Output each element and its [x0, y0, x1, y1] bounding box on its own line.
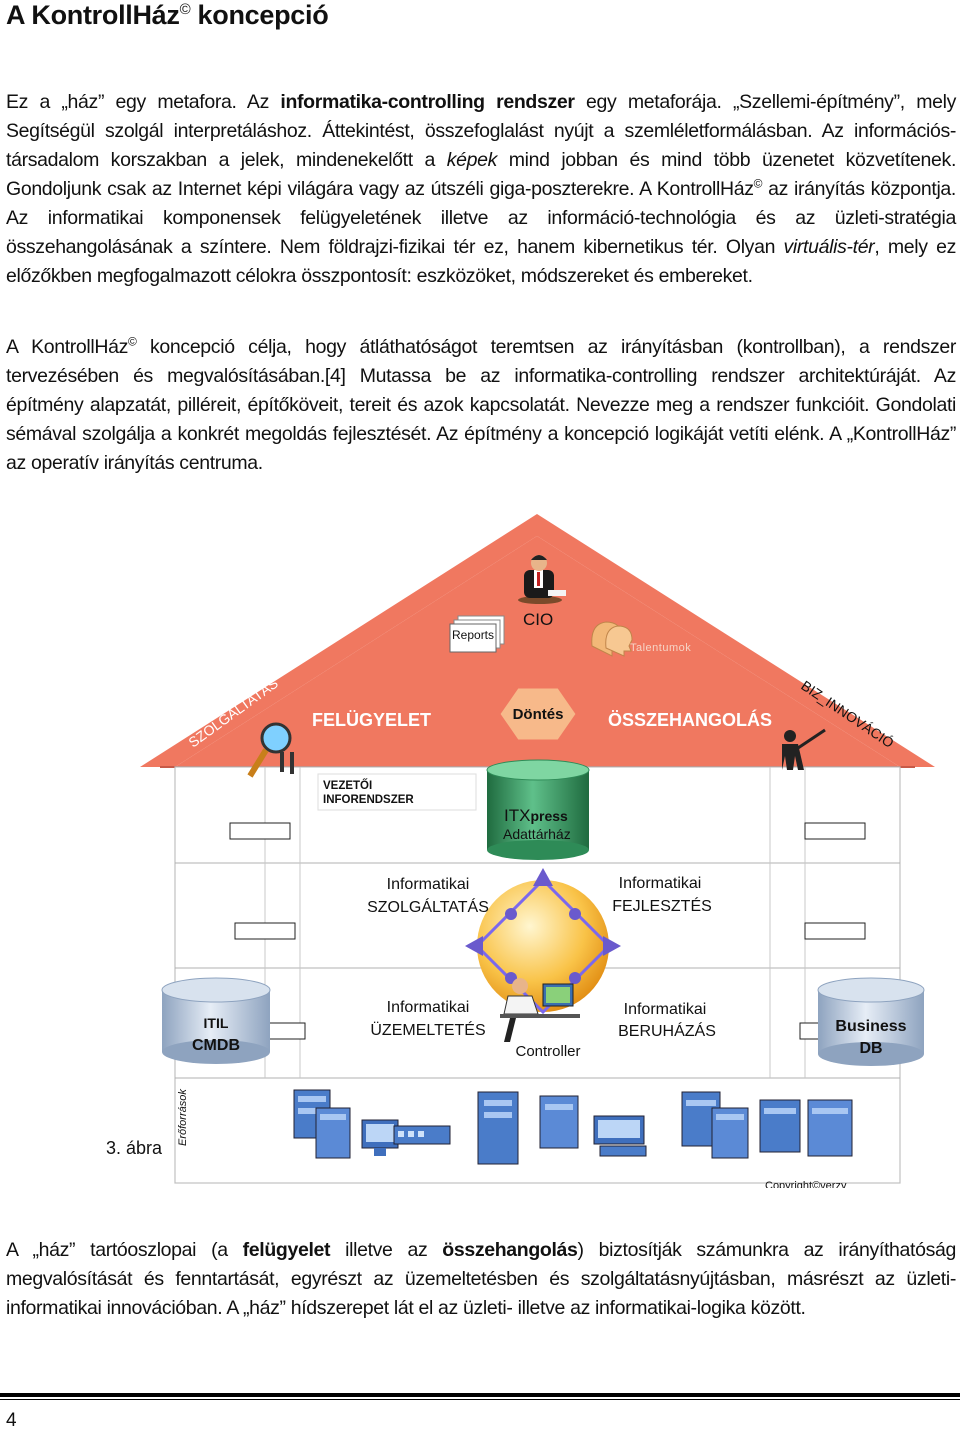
p3-bold-1: felügyelet: [242, 1239, 331, 1261]
p2-text-1: A KontrollHáz: [6, 336, 129, 358]
magnifier-icon: [247, 722, 294, 778]
p3-bold-2: összehangolás: [442, 1239, 578, 1261]
felugyelet-label: FELÜGYELET: [312, 710, 431, 730]
page-number: 4: [6, 1410, 17, 1431]
cio-label: CIO: [523, 610, 553, 629]
inf-szolg-label-1: Informatikai: [387, 876, 470, 893]
p2-copyright: ©: [128, 334, 137, 349]
p3-text-3: ) biztosítják számunkra az irányíthatósá…: [6, 1239, 956, 1319]
footer-rule-thin: [0, 1399, 960, 1400]
inf-uzem-label-2: ÜZEMELTETÉS: [370, 1020, 485, 1039]
vezetoi-label-2: INFORENDSZER: [323, 794, 414, 806]
workstation-icon: [593, 1115, 647, 1157]
p1-bold-1: informatika-controlling rendszer: [280, 91, 575, 113]
paragraph-pillars: A „ház” tartóoszlopai (a felügyelet ille…: [6, 1236, 956, 1323]
server-rack-icon-7: [807, 1099, 853, 1157]
p1-text-2: egy metaforája. „Szellemi-építmény”, mel…: [6, 91, 956, 171]
reports-icon: [449, 615, 505, 653]
server-tower-icon: [477, 1091, 519, 1165]
p1-italic-1: képek: [446, 149, 498, 171]
adattarhaz-label: Adattárház: [503, 826, 571, 842]
controller-workstation-icon: [500, 978, 580, 1042]
itx-text: ITX: [504, 806, 530, 825]
kontrollhaz-diagram: Reports CIO Talentumok SZOLGÁLTATÁS BIZ_…: [106, 514, 935, 1188]
business-label: Business: [835, 1018, 906, 1035]
osszehangolas-label: ÖSSZEHANGOLÁS: [608, 709, 772, 730]
itil-cmdb-cylinder: [161, 977, 271, 1064]
presenter-icon: [782, 728, 826, 770]
p1-text-5: , mely ez előzőkben megfogalmazott célok…: [6, 236, 956, 287]
vezetoi-label-1: VEZETŐI: [323, 779, 372, 792]
press-text: press: [530, 808, 568, 824]
server-rack-icon-3: [539, 1095, 579, 1149]
p1-italic-2: virtuális-tér: [783, 236, 875, 258]
inf-uzem-label-1: Informatikai: [387, 999, 470, 1016]
window-box-2: [804, 822, 866, 840]
server-rack-icon-6: [759, 1099, 801, 1153]
eroforrasok-label: Erőforrások: [177, 1089, 189, 1146]
central-orb: [465, 868, 621, 1015]
inf-szolg-label-2: SZOLGÁLTATÁS: [367, 897, 489, 916]
window-box-3: [234, 922, 296, 940]
network-switch-icon: [393, 1125, 451, 1145]
p1-text-1: Ez a „ház” egy metafora. Az: [6, 91, 281, 113]
inf-fejl-label-2: FEJLESZTÉS: [612, 896, 712, 915]
db-label: DB: [859, 1040, 882, 1057]
dontes-hexagon: [499, 687, 577, 741]
figure-number: 3. ábra: [106, 1138, 163, 1158]
cmdb-label: CMDB: [192, 1037, 240, 1054]
itil-label: ITIL: [204, 1015, 229, 1031]
title-copyright: ©: [179, 1, 191, 18]
paragraph-intro: Ez a „ház” egy metafora. Az informatika-…: [6, 88, 956, 291]
p2-text-2: koncepció célja, hogy átláthatóságot ter…: [6, 336, 957, 474]
p1-text-4: az irányítás központja. Az informatikai …: [6, 178, 956, 258]
monitor-icon-1: [361, 1119, 399, 1156]
inf-fejl-label-1: Informatikai: [619, 875, 702, 892]
server-rack-icon-5: [711, 1107, 749, 1159]
itxpress-label: ITXpress: [504, 806, 568, 825]
vezetoi-box: [317, 773, 477, 811]
title-text: A KontrollHáz: [6, 0, 180, 30]
window-box-4: [804, 922, 866, 940]
title-suffix: koncepció: [190, 0, 329, 30]
inf-ber-label-2: BERUHÁZÁS: [618, 1021, 716, 1040]
talent-heads-icon: [591, 621, 633, 657]
dontes-label: Döntés: [513, 706, 564, 723]
executive-icon: [518, 555, 566, 604]
controller-label: Controller: [515, 1043, 580, 1060]
roof-fill: [175, 536, 900, 767]
paragraph-goal: A KontrollHáz© koncepció célja, hogy átl…: [6, 333, 956, 478]
window-box-1: [229, 822, 291, 840]
footer-rule-thick: [0, 1393, 960, 1397]
p3-text-1: A „ház” tartóoszlopai (a: [6, 1239, 243, 1261]
p3-text-2: illetve az: [330, 1239, 443, 1261]
itxpress-datawarehouse-cylinder: [486, 759, 590, 860]
talentumok-label: Talentumok: [630, 642, 691, 654]
copyright-label: Copyright©verzy: [765, 1180, 847, 1188]
server-rack-icon-2: [315, 1107, 351, 1159]
page-title: A KontrollHáz© koncepció: [6, 0, 329, 31]
p1-copyright: ©: [753, 176, 763, 191]
p1-text-3: mind jobban és mind több üzenetet közvet…: [6, 149, 957, 200]
inf-ber-label-1: Informatikai: [624, 1001, 707, 1018]
business-db-cylinder: [817, 977, 925, 1066]
reports-label: Reports: [452, 628, 494, 642]
